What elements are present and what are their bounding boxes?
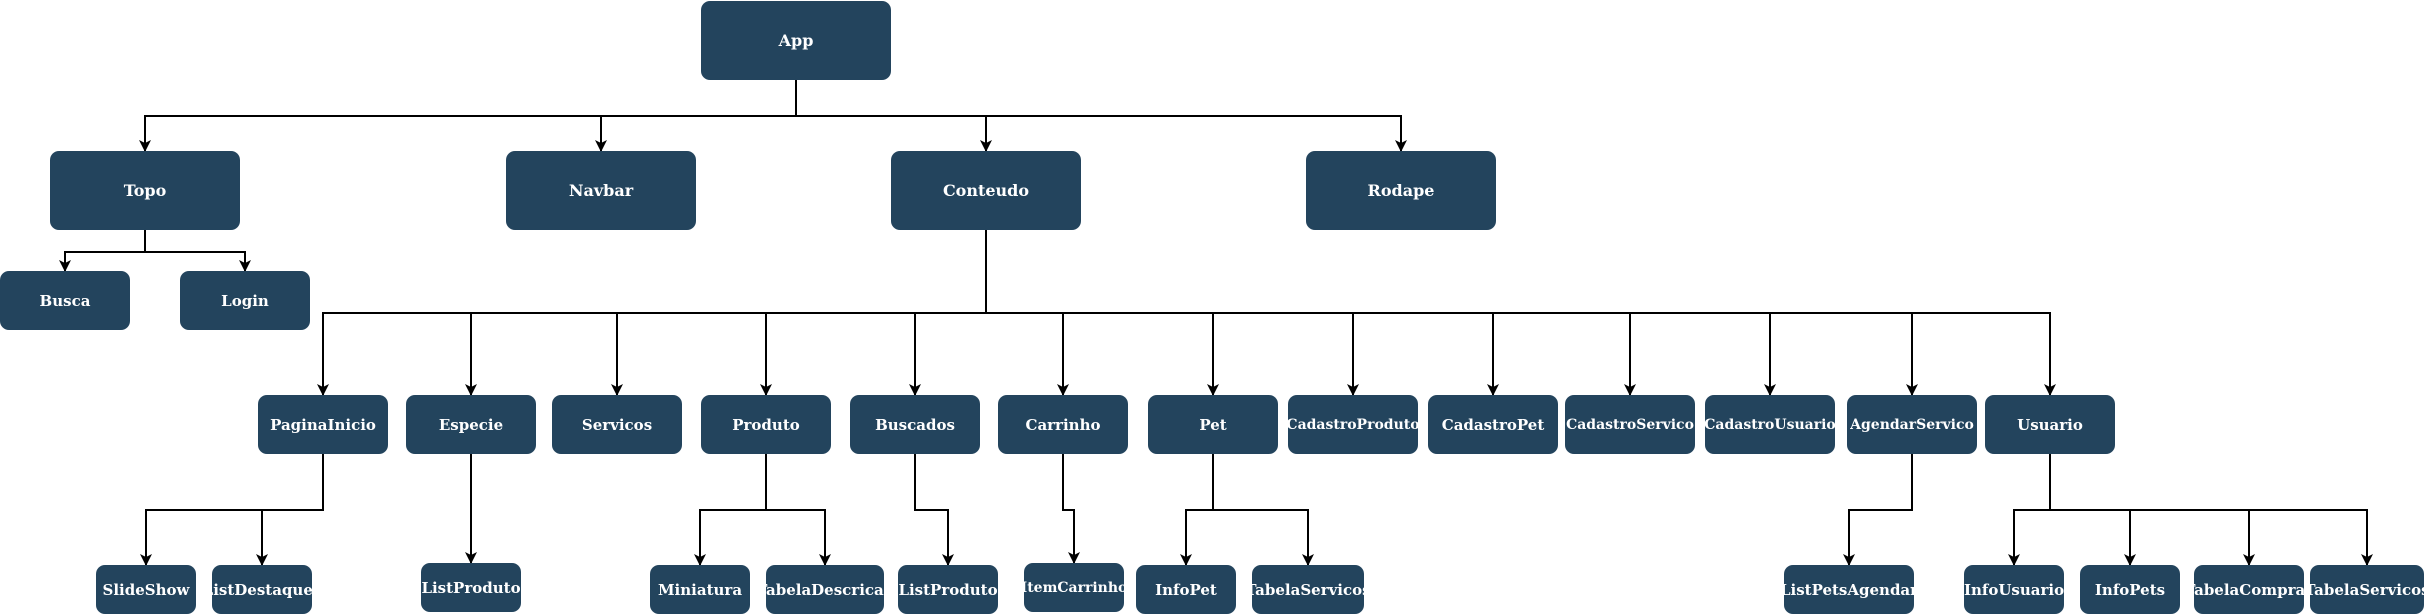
edge-usuario-to-tabela-servicos-usuario [2049,454,2373,566]
edge-buscados-to-list-produto-buscados [914,454,954,566]
node-list-pets-agendar: ListPetsAgendar [1784,565,1914,614]
node-label: Buscados [875,415,955,434]
node-label: SlideShow [102,580,190,599]
edge-carrinho-to-item-carrinho [1062,454,1080,564]
node-label: Rodape [1367,181,1435,200]
node-label: Carrinho [1025,415,1101,434]
node-miniatura: Miniatura [650,565,750,614]
node-label: Navbar [568,181,634,200]
node-label: TabelaDescricao [766,580,884,599]
node-label: InfoUsuario [1964,580,2064,599]
node-label: ListProduto [898,580,998,599]
node-pet: Pet [1148,395,1278,454]
node-label: ListDestaques [212,580,312,599]
node-label: Produto [732,415,800,434]
node-info-pet: InfoPet [1136,565,1236,614]
node-topo: Topo [50,151,240,230]
node-label: CadastroServico [1566,416,1694,433]
node-label: Servicos [581,415,653,434]
node-pagina-inicio: PaginaInicio [258,395,388,454]
edge-conteudo-to-usuario [985,230,2056,396]
node-app: App [701,1,891,80]
node-label: Conteudo [942,181,1030,200]
edge-topo-to-login [144,230,251,272]
edge-agendar-servico-to-list-pets-agendar [1843,454,1913,566]
node-list-destaques: ListDestaques [212,565,312,614]
node-list-produto-buscados: ListProduto [898,565,998,614]
edge-pet-to-tabela-servicos-pet [1212,454,1314,566]
node-label: TabelaServicos [2310,580,2424,599]
node-conteudo: Conteudo [891,151,1081,230]
node-slide-show: SlideShow [96,565,196,614]
node-label: Login [221,291,269,310]
edge-app-to-rodape [795,80,1407,152]
node-label: Pet [1199,415,1227,434]
node-label: InfoPet [1155,580,1217,599]
node-label: ListPetsAgendar [1784,580,1914,599]
node-label: CadastroPet [1441,415,1545,434]
node-cadastro-pet: CadastroPet [1428,395,1558,454]
node-label: Miniatura [657,580,743,599]
node-tabela-servicos-pet: TabelaServicos [1252,565,1364,614]
edge-conteudo-to-buscados [909,230,987,396]
node-cadastro-produto: CadastroProduto [1288,395,1418,454]
node-agendar-servico: AgendarServico [1847,395,1977,454]
edge-usuario-to-info-usuario [2008,454,2051,566]
node-label: CadastroUsuario [1705,416,1835,433]
node-servicos: Servicos [552,395,682,454]
node-navbar: Navbar [506,151,696,230]
node-info-pets: InfoPets [2080,565,2180,614]
node-label: Topo [123,181,167,200]
node-carrinho: Carrinho [998,395,1128,454]
node-rodape: Rodape [1306,151,1496,230]
node-tabela-servicos-usuario: TabelaServicos [2310,565,2424,614]
node-label: App [778,31,814,50]
node-tabela-compras: TabelaCompras [2194,565,2304,614]
node-tabela-descricao: TabelaDescricao [766,565,884,614]
node-cadastro-usuario: CadastroUsuario [1705,395,1835,454]
node-usuario: Usuario [1985,395,2115,454]
node-label: Especie [438,415,504,434]
node-especie: Especie [406,395,536,454]
edge-app-to-navbar [595,80,797,152]
node-cadastro-servico: CadastroServico [1565,395,1695,454]
edge-pagina-inicio-to-list-destaques [256,454,324,566]
edge-pet-to-info-pet [1180,454,1214,566]
node-label: PaginaInicio [270,415,376,434]
node-item-carrinho: ItemCarrinho [1024,563,1124,612]
node-label: InfoPets [2094,580,2166,599]
node-label: TabelaServicos [1252,580,1364,599]
node-info-usuario: InfoUsuario [1964,565,2064,614]
node-label: CadastroProduto [1288,416,1418,433]
node-label: Usuario [2017,415,2083,434]
node-label: ItemCarrinho [1024,579,1124,596]
edge-topo-to-busca [59,230,146,272]
node-buscados: Buscados [850,395,980,454]
node-label: ListProduto [421,578,521,597]
edge-produto-to-tabela-descricao [765,454,831,566]
node-label: AgendarServico [1850,416,1974,433]
node-label: TabelaCompras [2194,580,2304,599]
edge-produto-to-miniatura [694,454,767,566]
node-busca: Busca [0,271,130,330]
node-list-produto-especie: ListProduto [421,563,521,612]
node-login: Login [180,271,310,330]
node-label: Busca [39,291,91,310]
node-produto: Produto [701,395,831,454]
